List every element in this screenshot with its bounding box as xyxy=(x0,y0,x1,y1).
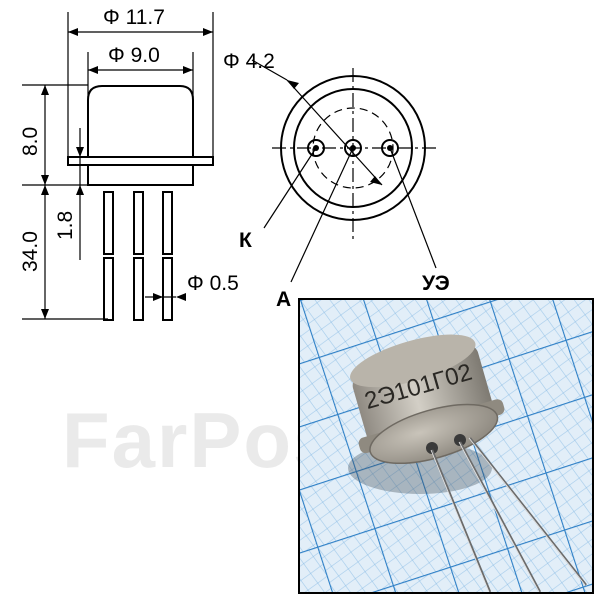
product-photo: 2Э101Г02 xyxy=(298,298,594,594)
base-header xyxy=(87,164,194,186)
can-top xyxy=(350,334,476,388)
pin-k-dot xyxy=(313,145,319,151)
lead-mid-upper xyxy=(133,191,144,255)
pin-a-dot xyxy=(350,145,356,151)
cap-body xyxy=(87,85,194,158)
dim-label-outer-diameter: Φ 11.7 xyxy=(103,6,165,29)
pin-bead-1 xyxy=(426,442,438,454)
can-bottom-face xyxy=(369,403,499,465)
wire-lead xyxy=(430,449,492,592)
pin-label-k: К xyxy=(239,229,252,252)
arrowhead xyxy=(370,176,382,185)
lead-mid-lower xyxy=(133,257,144,321)
lead-right-lower xyxy=(162,257,173,321)
pin-k-pad xyxy=(307,139,325,157)
arrowhead xyxy=(41,85,49,95)
pin-ue-pad xyxy=(381,139,399,157)
leader-k xyxy=(263,147,317,229)
arrowhead xyxy=(153,293,163,301)
dim-label-height: 8.0 xyxy=(19,127,42,156)
dim-label-flange: 1.8 xyxy=(54,211,77,240)
leads xyxy=(103,191,173,321)
arrowhead xyxy=(76,147,84,157)
pin-label-a: А xyxy=(276,288,291,311)
dim-line-pin-circle xyxy=(286,79,383,186)
pin-ue-dot xyxy=(387,145,393,151)
arrowhead xyxy=(76,185,84,195)
pin-bead-2 xyxy=(454,434,466,446)
dim-label-cap-diameter: Φ 9.0 xyxy=(108,44,160,67)
arrowhead xyxy=(68,28,78,36)
dim-label-lead-length: 34.0 xyxy=(19,231,42,272)
lead-left-upper xyxy=(103,191,114,255)
arrowhead xyxy=(287,80,299,89)
arrowhead xyxy=(203,28,213,36)
dim-label-pin-circle: Φ 4.2 xyxy=(223,50,275,73)
pin-a-pad xyxy=(344,139,362,157)
pin-label-ue: УЭ xyxy=(422,272,450,295)
wire-leads xyxy=(430,437,587,592)
transistor-can: 2Э101Г02 xyxy=(350,334,505,465)
arrowhead xyxy=(88,66,98,74)
arrowhead xyxy=(41,175,49,185)
dim-label-lead-diameter: Φ 0.5 xyxy=(187,272,239,295)
wire-lead xyxy=(458,441,542,592)
wire-lead xyxy=(469,437,587,586)
arrowhead xyxy=(41,309,49,319)
leader-ue xyxy=(389,147,437,269)
photo-image: 2Э101Г02 xyxy=(300,300,592,592)
arrowhead xyxy=(41,185,49,195)
leader-a xyxy=(290,147,354,283)
arrowhead xyxy=(183,66,193,74)
arrowhead xyxy=(176,293,186,301)
flange xyxy=(67,156,214,166)
leader-pin-circle xyxy=(251,59,288,81)
lead-right-upper xyxy=(162,191,173,255)
lead-left-lower xyxy=(103,257,114,321)
